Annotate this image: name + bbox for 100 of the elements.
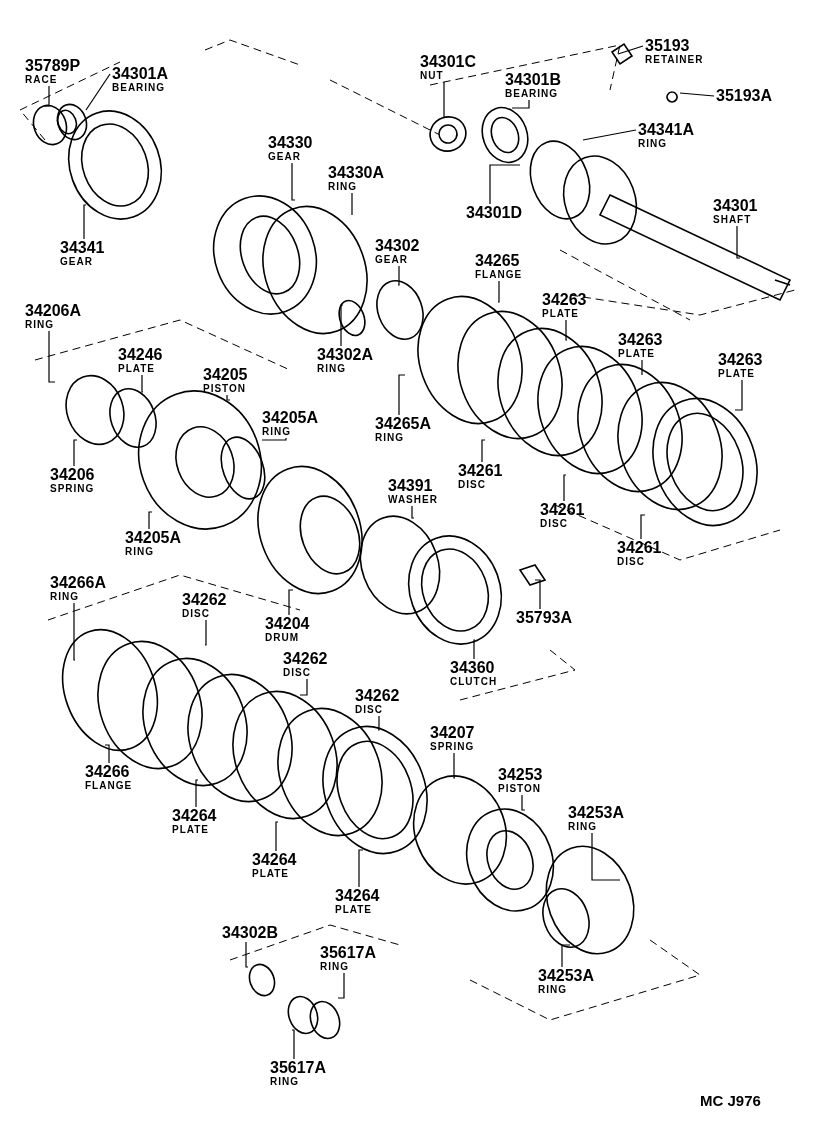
leader-line (104, 744, 110, 764)
part-number: 34206A (25, 303, 82, 319)
part-number: 34264 (172, 808, 217, 824)
part-number: 34265A (375, 416, 432, 432)
leader-line (736, 225, 741, 259)
leader-line (641, 359, 643, 376)
part-number: 34263 (718, 352, 763, 368)
part-number: 34341A (638, 122, 695, 138)
part-number: 34391 (388, 478, 434, 494)
part-name: RING (50, 592, 80, 602)
part-name: GEAR (375, 255, 409, 265)
leader-line (453, 752, 456, 779)
leader-line (489, 164, 521, 205)
leader-line (640, 514, 646, 540)
part-number: 34261 (617, 540, 662, 556)
leader-line (473, 639, 476, 660)
part-number: 34302 (375, 238, 420, 254)
leader-line (398, 374, 406, 416)
part-name: PLATE (718, 369, 757, 379)
part-number: 34301B (505, 72, 562, 88)
leader-line (291, 162, 296, 201)
part-name: FLANGE (85, 781, 133, 791)
leader-line (443, 81, 445, 118)
part-number: 34204 (265, 616, 310, 632)
part-number: 34264 (335, 888, 380, 904)
part-number: 34301 (713, 198, 758, 214)
part-number: 34205A (262, 410, 319, 426)
part-name: PISTON (203, 384, 248, 394)
leader-line (245, 941, 249, 968)
part-name: DISC (458, 480, 487, 490)
part-number: 34253 (498, 767, 543, 783)
leader-line (148, 511, 153, 530)
part-number: 35193 (645, 38, 691, 54)
leader-line (397, 265, 400, 286)
leader-line (73, 602, 76, 661)
leader-line (734, 379, 743, 411)
part-name: RING (320, 962, 350, 972)
part-number: 34264 (252, 852, 297, 868)
leader-line (337, 972, 345, 999)
part-number: 34266A (50, 575, 107, 591)
part-number: 34301C (420, 54, 477, 70)
leader-line (565, 319, 568, 341)
leader-line (288, 589, 294, 616)
part-number: 34302A (317, 347, 374, 363)
part-name: BEARING (505, 89, 560, 99)
part-name: RING (270, 1077, 300, 1087)
leader-line (83, 204, 87, 240)
leader-line (497, 280, 500, 303)
part-name: PLATE (335, 905, 374, 915)
part-name: NUT (420, 71, 445, 81)
part-number: 34341 (60, 240, 105, 256)
part-name: PLATE (542, 309, 581, 319)
part-number: 34253A (538, 968, 595, 984)
part-number: 35793A (516, 610, 573, 626)
part-number: 34262 (283, 651, 328, 667)
part-number: 34301D (466, 205, 523, 221)
part-name: RING (317, 364, 347, 374)
leader-line (48, 330, 56, 383)
part-name: GEAR (60, 257, 94, 267)
part-number: 34330 (268, 135, 313, 151)
part-name: RACE (25, 75, 59, 85)
leader-line (563, 474, 567, 502)
leader-line (377, 715, 380, 731)
leader-line (534, 579, 541, 610)
leader-line (411, 505, 415, 519)
part-number: 35789P (25, 58, 81, 74)
part-number: 34266 (85, 764, 131, 780)
part-name: GEAR (268, 152, 302, 162)
leader-line (591, 832, 621, 881)
leader-line (511, 99, 530, 109)
part-number: 34263 (618, 332, 663, 348)
part-name: CLUTCH (450, 677, 498, 687)
leader-line (275, 821, 279, 852)
part-name: PLATE (618, 349, 657, 359)
part-name: BEARING (112, 83, 167, 93)
part-number: 35617A (320, 945, 377, 961)
leader-line (617, 45, 644, 55)
part-name: RING (262, 427, 292, 437)
part-name: DISC (283, 668, 312, 678)
part-name: FLANGE (475, 270, 523, 280)
leader-line (299, 678, 308, 696)
part-number: 34263 (542, 292, 587, 308)
leader-line (85, 73, 111, 111)
part-name: RING (25, 320, 55, 330)
leader-line (261, 437, 287, 441)
part-name: SHAFT (713, 215, 753, 225)
part-number: 34301A (112, 66, 169, 82)
part-number: 34207 (430, 725, 475, 741)
drawing-code: MC J976 (700, 1092, 761, 1109)
part-name: RING (328, 182, 358, 192)
part-number: 34265 (475, 253, 521, 269)
leader-line (291, 1029, 295, 1060)
part-name: DISC (617, 557, 646, 567)
part-number: 34360 (450, 660, 496, 676)
part-name: RETAINER (645, 55, 704, 65)
part-name: PLATE (172, 825, 211, 835)
part-number: 34206 (50, 467, 95, 483)
part-name: PLATE (252, 869, 291, 879)
leader-line (226, 394, 231, 401)
leader-line (73, 439, 78, 467)
